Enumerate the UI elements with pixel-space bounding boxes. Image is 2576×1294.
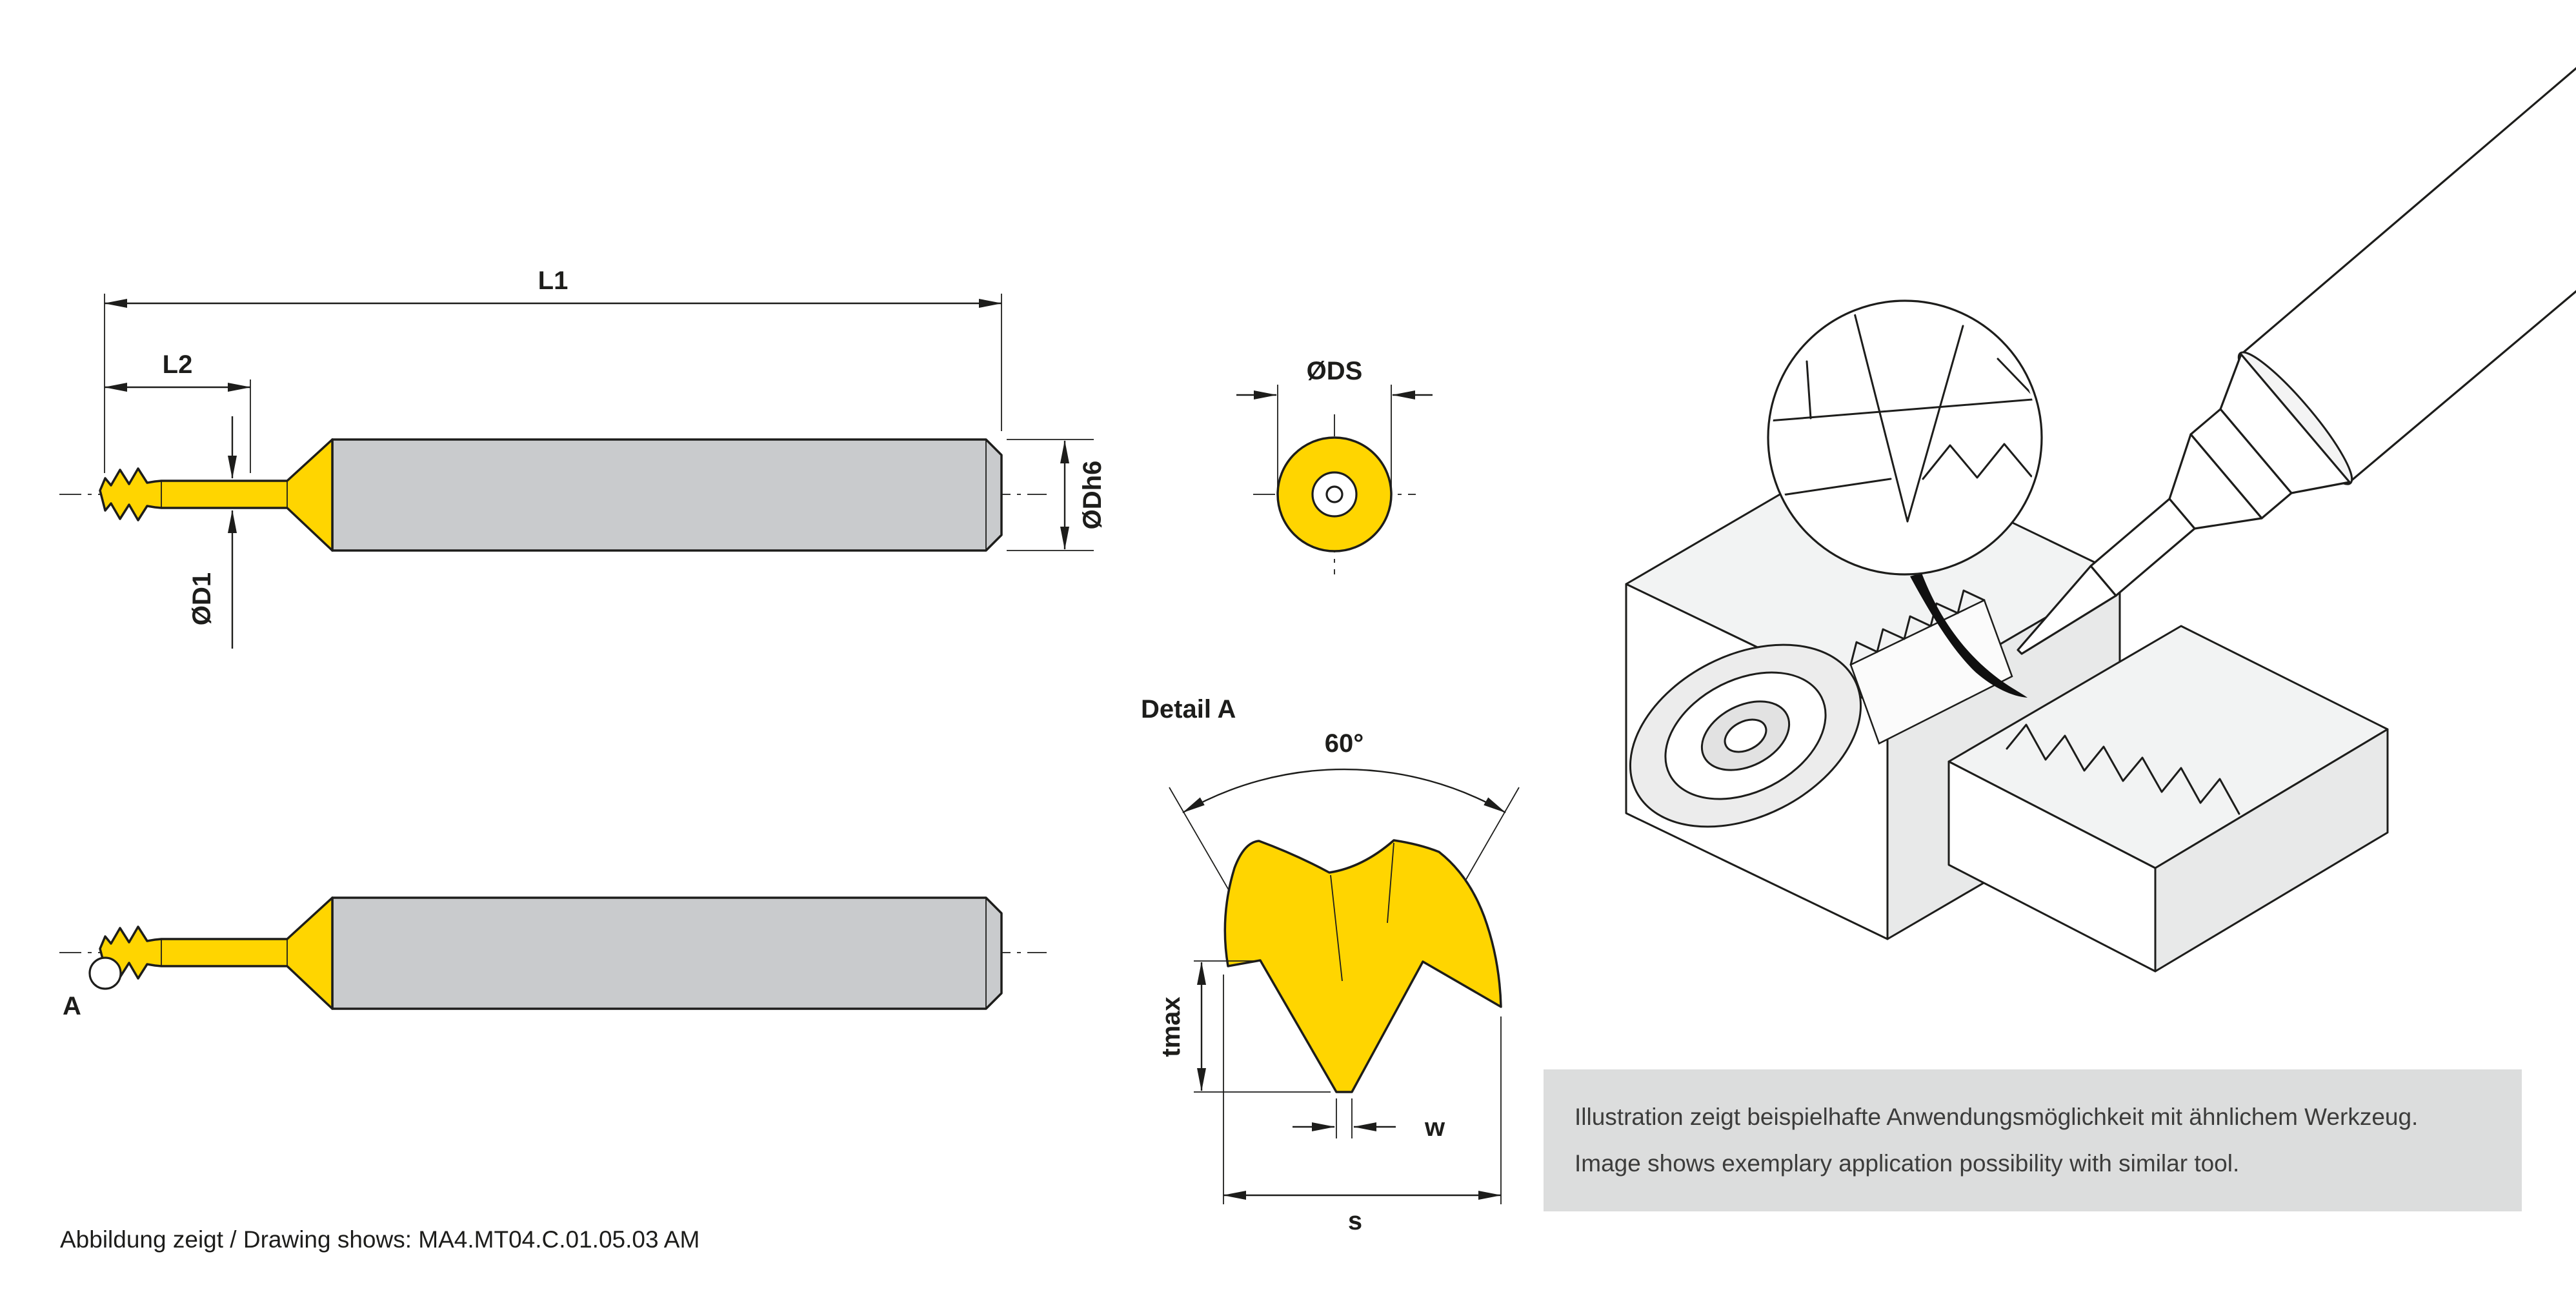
magnifier-circle: [1767, 299, 2043, 576]
screw-bore: [1629, 643, 1862, 828]
dimension-l2: L2: [104, 350, 251, 473]
dimension-dh6: ØDh6: [1007, 439, 1107, 551]
tool-thin-shank: [2089, 498, 2196, 597]
drawing-caption: Abbildung zeigt / Drawing shows: MA4.MT0…: [60, 1226, 700, 1253]
detail-marker-label: A: [63, 992, 81, 1020]
magnifier: [1767, 299, 2043, 576]
dim-label-tmax: tmax: [1157, 996, 1185, 1056]
detail-marker-circle: [88, 956, 122, 990]
dim-label-angle: 60°: [1325, 729, 1364, 758]
dimension-w: w: [1293, 1098, 1445, 1142]
thread-profile-serration: [2006, 723, 2240, 815]
magnifier-content: [1772, 305, 2038, 523]
front-view: ØDS: [1236, 357, 1433, 574]
front-view-center-circle: [1325, 485, 1343, 503]
tool-tip: [2017, 565, 2117, 655]
note-line-1: Illustration zeigt beispielhafte Anwendu…: [1575, 1104, 2419, 1130]
detail-a-title: Detail A: [1141, 695, 1236, 723]
tooth-profile: [1223, 839, 1502, 1093]
tooth-inner-edge-1: [1330, 874, 1343, 982]
dim-label-l1: L1: [538, 267, 569, 295]
dimension-d1: ØD1: [188, 416, 237, 649]
side-view-top-tool: [58, 438, 1048, 552]
dim-label-l2: L2: [163, 350, 193, 379]
tooth-inner-edge-2: [1387, 842, 1394, 924]
note-box: Illustration zeigt beispielhafte Anwendu…: [1544, 1069, 2522, 1211]
side-view-top: L1 L2 ØD1 ØDh6: [58, 267, 1107, 649]
side-view-bottom: A: [58, 896, 1048, 1020]
dim-label-w: w: [1424, 1113, 1445, 1142]
side-view-bottom-tool: [58, 896, 1048, 1010]
dim-label-ds: ØDS: [1307, 357, 1363, 385]
dimension-ds: ØDS: [1236, 357, 1433, 488]
dimension-s: s: [1223, 975, 1502, 1235]
detail-a-view: Detail A 60° tmax w: [1141, 695, 1520, 1235]
chip-pointer: [1910, 573, 2028, 698]
dimension-tmax: tmax: [1157, 960, 1331, 1093]
application-illustration: [1625, 66, 2576, 973]
note-line-2: Image shows exemplary application possib…: [1575, 1150, 2240, 1177]
dimension-l1: L1: [104, 267, 1002, 473]
dim-label-dh6: ØDh6: [1078, 461, 1107, 530]
dim-label-s: s: [1348, 1207, 1362, 1235]
milling-tool: [2017, 66, 2576, 655]
dim-label-d1: ØD1: [188, 572, 216, 625]
